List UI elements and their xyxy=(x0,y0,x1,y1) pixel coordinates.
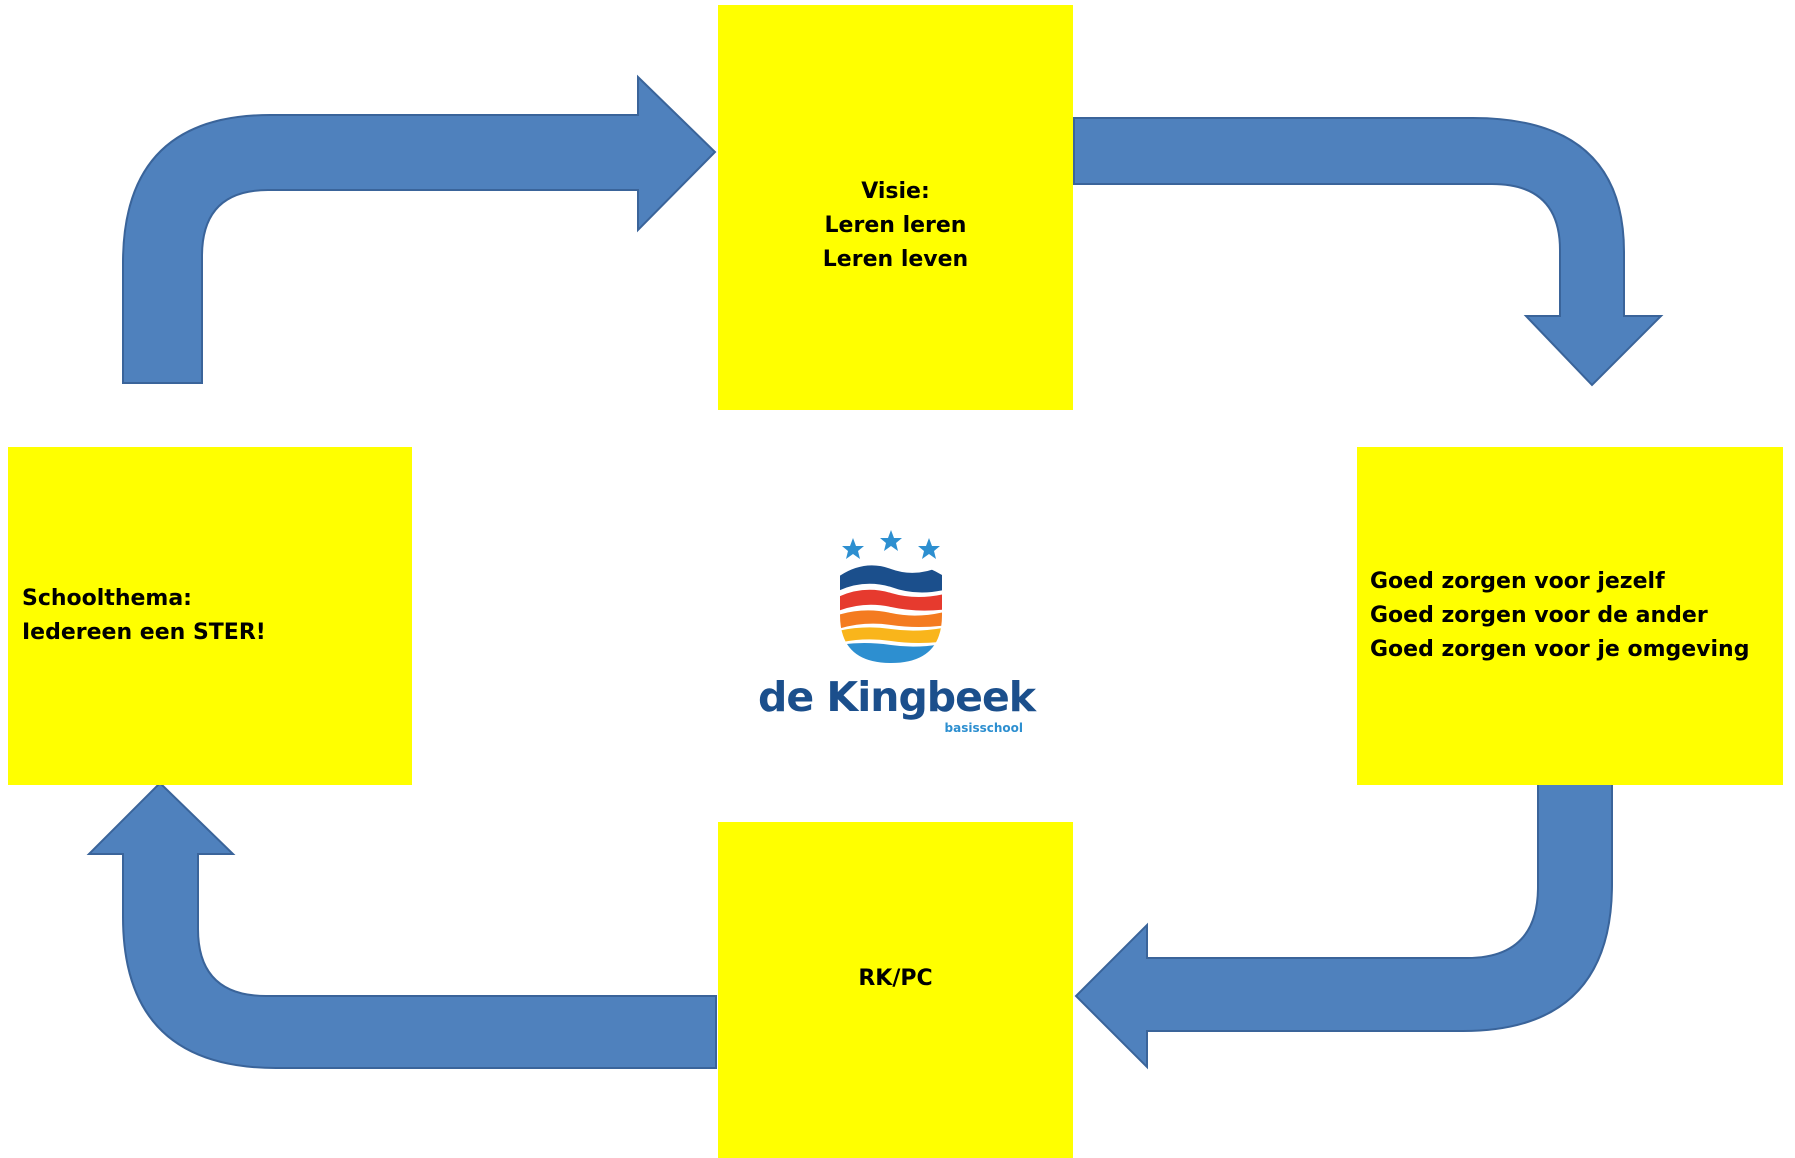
box-schoolthema: Schoolthema: Iedereen een STER! xyxy=(8,447,412,785)
arrow-right-to-bottom xyxy=(1074,781,1613,1070)
box-rk-pc-line: RK/PC xyxy=(858,966,933,991)
box-visie-line: Leren leren xyxy=(824,213,967,238)
star-icon xyxy=(880,530,902,551)
star-icon xyxy=(842,538,864,559)
arrow-top-to-right xyxy=(1073,117,1664,387)
box-visie-line: Leren leven xyxy=(822,247,969,272)
logo-name: de Kingbeek xyxy=(758,673,1036,721)
box-visie: Visie: Leren leren Leren leven xyxy=(718,5,1073,410)
box-goed-zorgen-line: Goed zorgen voor de ander xyxy=(1370,603,1708,628)
shield-stars-icon xyxy=(840,530,942,663)
box-goed-zorgen: Goed zorgen voor jezelf Goed zorgen voor… xyxy=(1357,447,1783,785)
box-goed-zorgen-line: Goed zorgen voor je omgeving xyxy=(1370,637,1750,662)
school-logo: de Kingbeek basisschool xyxy=(758,525,1038,745)
box-schoolthema-line: Iedereen een STER! xyxy=(22,620,266,645)
arrow-bottom-to-left xyxy=(86,781,717,1069)
box-visie-line: Visie: xyxy=(861,179,930,204)
star-icon xyxy=(918,538,940,559)
arrow-left-to-top xyxy=(122,74,717,384)
logo-subtitle: basisschool xyxy=(944,721,1024,735)
box-schoolthema-line: Schoolthema: xyxy=(22,586,192,611)
box-rk-pc: RK/PC xyxy=(718,822,1073,1158)
box-goed-zorgen-line: Goed zorgen voor jezelf xyxy=(1370,569,1665,594)
